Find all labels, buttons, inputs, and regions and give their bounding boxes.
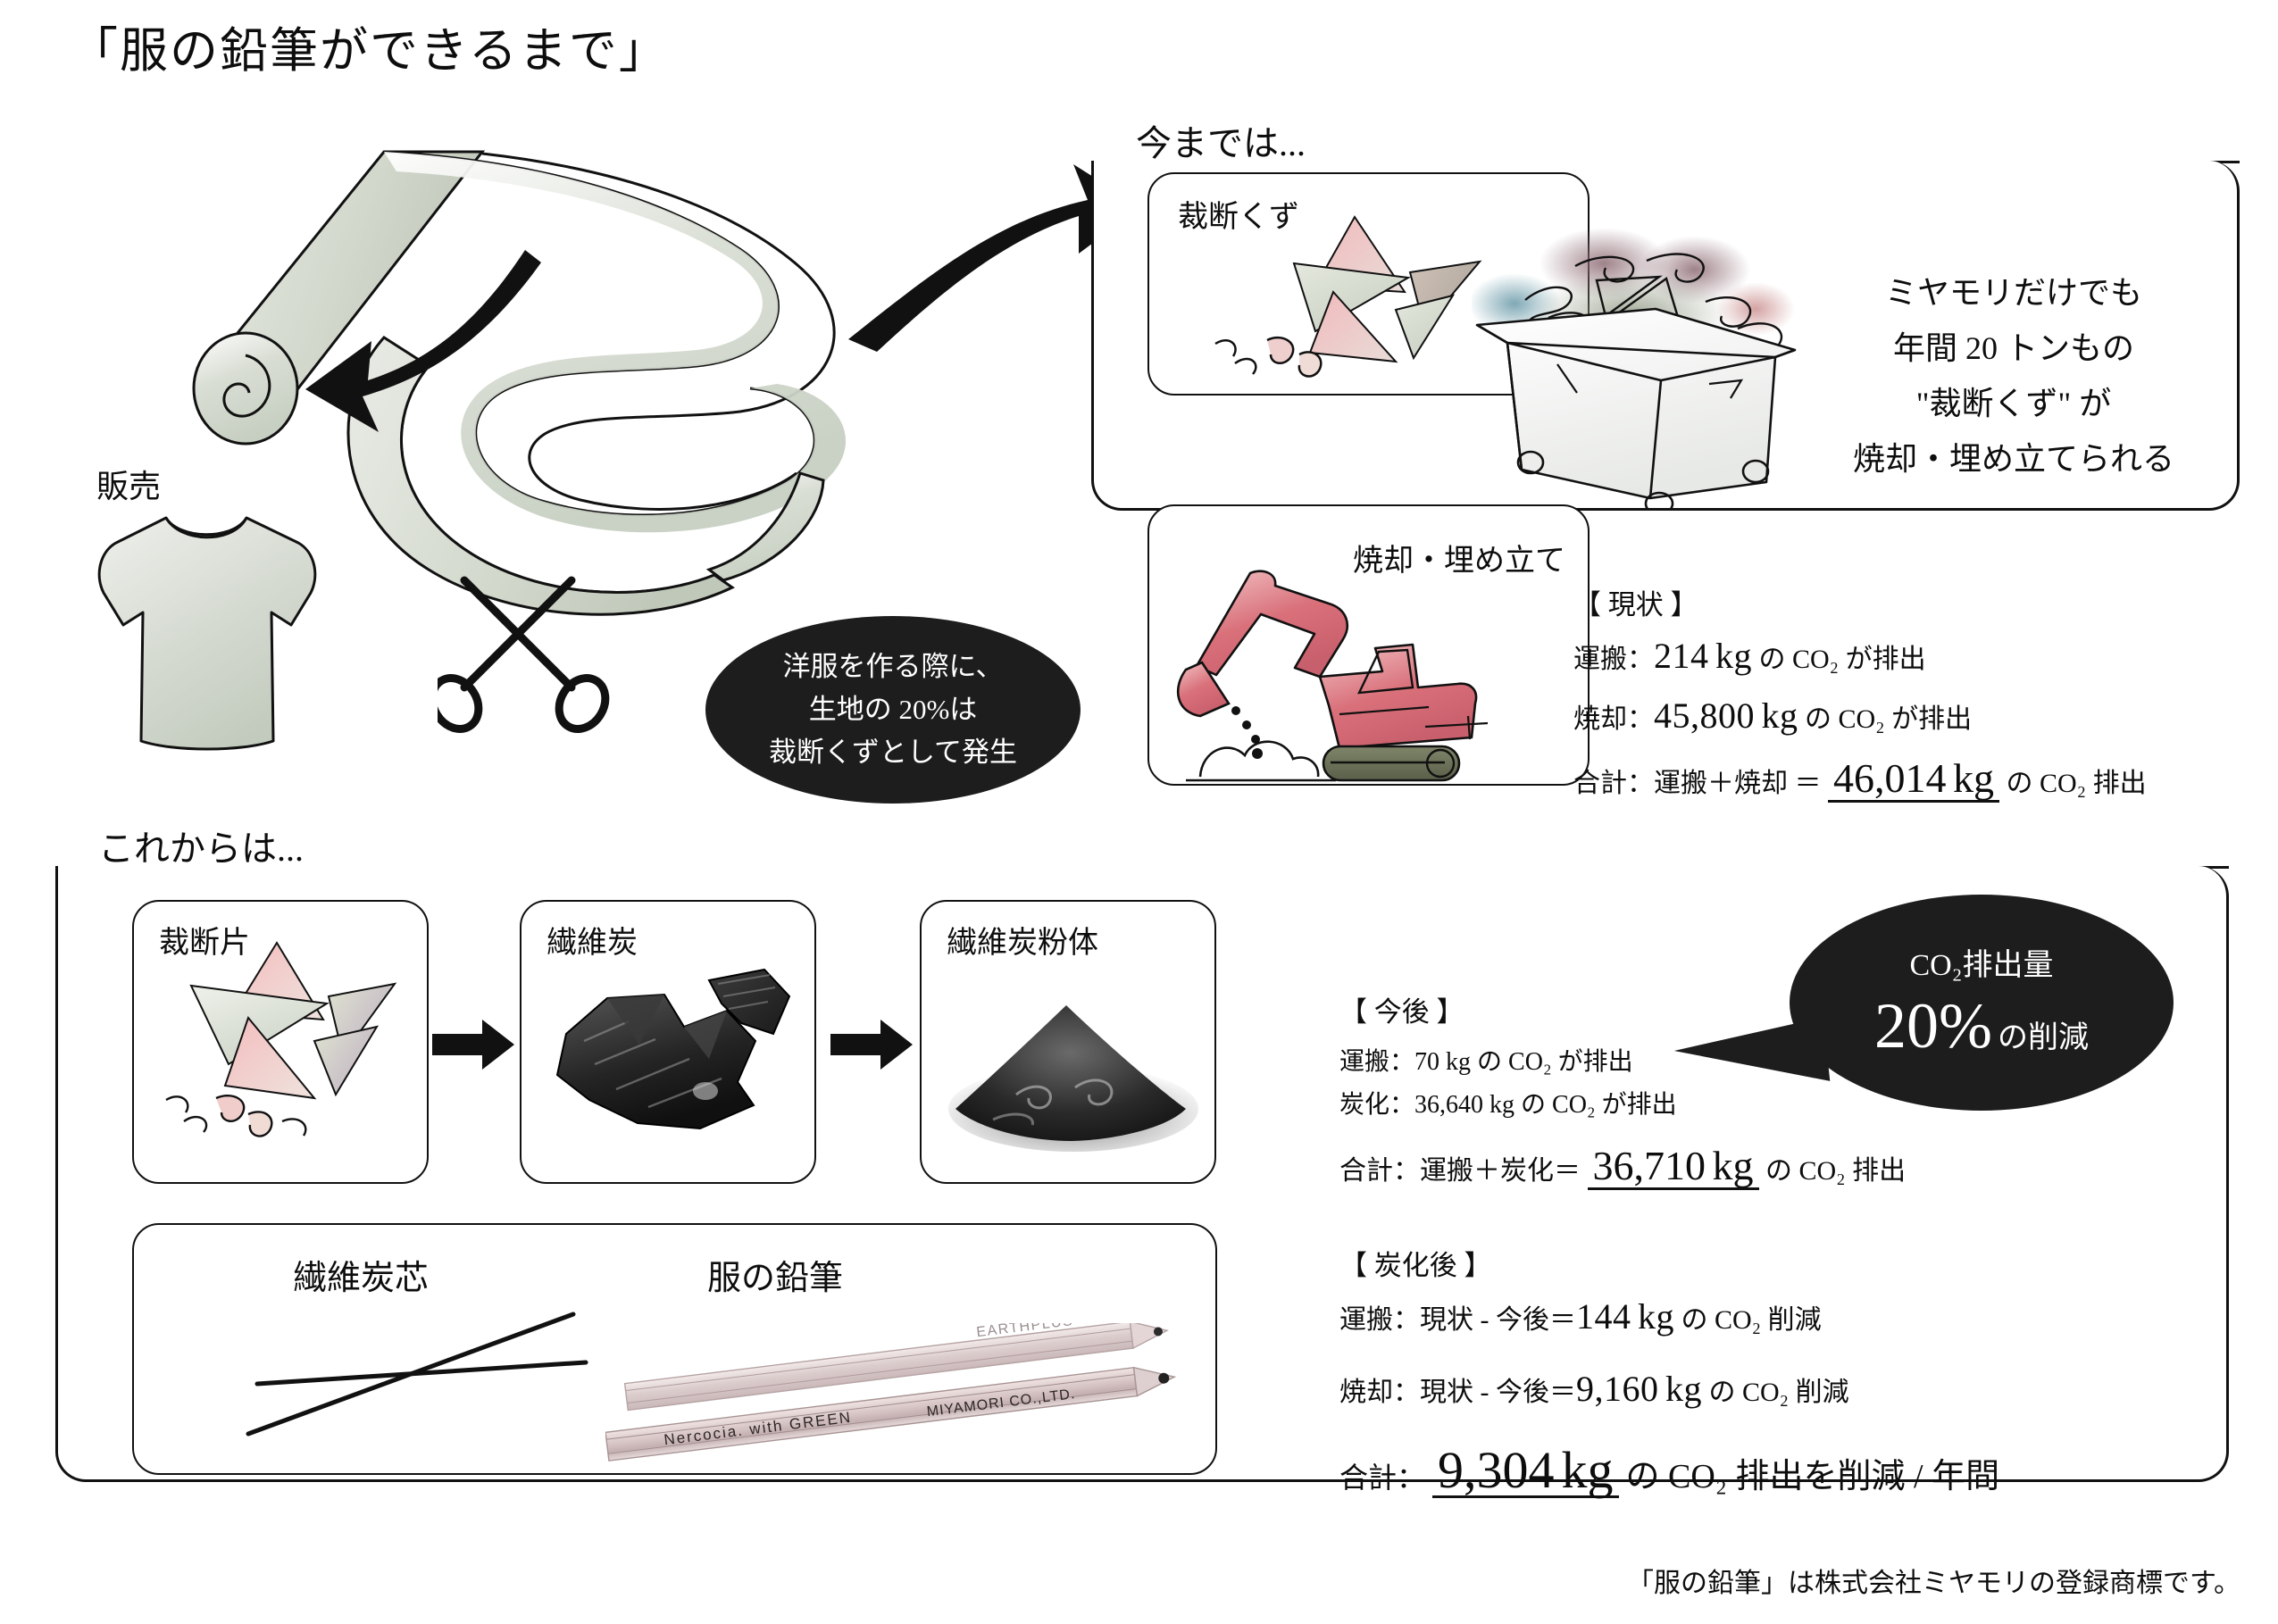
fiber-charcoal-icon <box>555 968 791 1130</box>
future-stat-total-label: 合計：運搬＋炭化＝ <box>1339 1156 1581 1186</box>
bubble-line1: CO₂排出量 <box>1909 949 2054 983</box>
after-stat-row-suffix: の CO₂ 削減 <box>1708 1378 1849 1407</box>
scissors-icon <box>438 576 610 733</box>
after-stat-total-value: 9,304 <box>1438 1441 1555 1499</box>
future-stat-row-label: 炭化： <box>1339 1091 1415 1119</box>
clothing-pencil-label: 服の鉛筆 <box>707 1260 844 1297</box>
after-stat-row-label: 焼却：現状 - 今後＝ <box>1339 1378 1576 1407</box>
pencil-product-panel: 繊維炭芯 服の鉛筆 EARTHPLUS <box>132 1223 1217 1475</box>
current-stat-row-label: 焼却： <box>1573 704 1654 734</box>
future-stat-row-suffix: の CO₂ が排出 <box>1477 1048 1633 1076</box>
pencil-lead-icon <box>246 1312 588 1437</box>
past-headline-line1: ミヤモリだけでも <box>1884 275 2142 311</box>
future-section-header: これからは... <box>98 829 304 869</box>
future-step3-label: 繊維炭粉体 <box>947 927 1098 960</box>
after-stat-total-label: 合計： <box>1339 1462 1426 1494</box>
current-stat-row: 運搬：214 kg の CO₂ が排出 <box>1573 635 2147 677</box>
trademark-footer-note: 「服の鉛筆」は株式会社ミヤモリの登録商標です。 <box>1627 1569 2240 1598</box>
future-stat-total-value: 36,710 <box>1592 1143 1706 1188</box>
future-stat-row: 運搬：70 kg の CO₂ が排出 <box>1339 1042 1906 1078</box>
past-headline: ミヤモリだけでも 年間 20 トンもの "裁断くず" が 焼却・埋め立てられる <box>1813 266 2215 487</box>
after-carbonization-stats-block: 【 炭化後 】 運搬：現状 - 今後＝144 kg の CO₂ 削減 焼却：現状… <box>1339 1243 1999 1530</box>
current-stat-total-value: 46,014 <box>1833 755 1947 801</box>
after-stat-row-value: 9,160 <box>1576 1369 1659 1409</box>
after-stat-row: 運搬：現状 - 今後＝144 kg の CO₂ 削減 <box>1339 1295 1999 1337</box>
excavator-icon <box>1176 570 1489 782</box>
past-headline-line3: "裁断くず" が <box>1915 385 2112 421</box>
charcoal-powder-icon <box>948 1005 1198 1152</box>
future-stat-row-value: 36,640 <box>1414 1091 1484 1119</box>
co2-reduction-bubble: CO₂排出量 20% の削減 <box>1790 895 2174 1111</box>
bubble-line2: の削減 <box>1997 1021 2089 1054</box>
future-step2-label: 繊維炭 <box>547 927 638 960</box>
current-stats-heading: 【 現状 】 <box>1573 589 1698 620</box>
sale-label: 販売 <box>96 469 162 504</box>
past-headline-line4: 焼却・埋め立てられる <box>1852 440 2174 477</box>
future-stat-total: 合計：運搬＋炭化＝ 36,710 kg の CO₂ 排出 <box>1339 1142 1907 1190</box>
future-step2-panel: 繊維炭 <box>520 900 816 1184</box>
current-stat-row-suffix: の CO₂ が排出 <box>1758 645 1926 674</box>
pencil-illustration: EARTHPLUS Nercocia. with GREEN MIYAMORI … <box>605 1323 1177 1462</box>
current-stat-row: 焼却：45,800 kg の CO₂ が排出 <box>1573 695 2147 737</box>
bubble-value-row: 20% の削減 <box>1874 990 2089 1062</box>
cut-scrap-note-oval: 洋服を作る際に、 生地の 20%は 裁断くずとして発生 <box>705 616 1081 804</box>
after-stat-total-suffix: の CO₂ 排出を削減 / 年間 <box>1625 1458 2000 1495</box>
fabric-roll-illustration <box>192 150 847 616</box>
after-stat-row: 焼却：現状 - 今後＝9,160 kg の CO₂ 削減 <box>1339 1368 1999 1410</box>
fabric-scraps-icon <box>165 941 397 1137</box>
after-stat-row-suffix: の CO₂ 削減 <box>1681 1305 1822 1335</box>
past-headline-line2: 年間 20 トンもの <box>1892 329 2134 366</box>
past-incineration-label: 焼却・埋め立て <box>1353 545 1565 578</box>
waste-bin-illustration <box>1472 228 1797 509</box>
future-stats-heading: 【 今後 】 <box>1339 996 1464 1028</box>
future-stats-block: 【 今後 】 運搬：70 kg の CO₂ が排出 炭化：36,640 kg の… <box>1339 989 1906 1196</box>
future-stat-row: 炭化：36,640 kg の CO₂ が排出 <box>1339 1085 1906 1120</box>
current-stat-total-suffix: の CO₂ 排出 <box>2006 769 2147 798</box>
future-stat-row-unit: kg <box>1489 1091 1515 1119</box>
after-stat-row-unit: kg <box>1665 1369 1702 1409</box>
arrow-right-icon <box>848 164 1141 352</box>
current-stat-row-value: 214 <box>1654 636 1709 676</box>
current-stat-total: 合計：運搬＋焼却 ＝ 46,014 kg の CO₂ 排出 <box>1573 754 2147 803</box>
future-stat-total-unit: kg <box>1712 1143 1754 1188</box>
fabric-scraps-icon <box>1214 215 1482 378</box>
future-stat-row-value: 70 <box>1414 1048 1440 1076</box>
future-stat-row-suffix: の CO₂ が排出 <box>1521 1091 1677 1119</box>
arrow-left-icon <box>305 250 541 432</box>
cut-scrap-line2: 生地の 20%は <box>808 693 978 725</box>
current-stat-row-unit: kg <box>1715 636 1752 676</box>
arrow-right-icon <box>830 1020 913 1070</box>
cut-scrap-line3: 裁断くずとして発生 <box>768 737 1018 769</box>
after-stat-row-unit: kg <box>1638 1296 1674 1337</box>
past-scrap-label: 裁断くず <box>1178 201 1299 234</box>
current-stats-block: 【 現状 】 運搬：214 kg の CO₂ が排出 焼却：45,800 kg … <box>1573 582 2147 820</box>
current-stat-row-value: 45,800 <box>1654 695 1755 736</box>
future-step1-panel: 裁断片 <box>132 900 429 1184</box>
future-step1-label: 裁断片 <box>159 927 250 960</box>
after-stat-total-unit: kg <box>1561 1441 1614 1499</box>
future-stat-row-unit: kg <box>1446 1048 1472 1076</box>
after-stat-row-label: 運搬：現状 - 今後＝ <box>1339 1305 1576 1335</box>
future-step3-panel: 繊維炭粉体 <box>920 900 1216 1184</box>
future-stat-total-suffix: の CO₂ 排出 <box>1765 1156 1907 1186</box>
cut-scrap-line1: 洋服を作る際に、 <box>782 650 1004 682</box>
bubble-big-value: 20% <box>1874 990 1992 1062</box>
page-title: 「服の鉛筆ができるまで」 <box>70 24 669 78</box>
current-stat-row-suffix: の CO₂ が排出 <box>1805 704 1973 734</box>
fiber-charcoal-core-label: 繊維炭芯 <box>293 1260 430 1297</box>
past-section-header: 今までは... <box>1136 123 1306 163</box>
after-stat-total: 合計： 9,304 kg の CO₂ 排出を削減 / 年間 <box>1339 1440 1999 1500</box>
after-stats-heading: 【 炭化後 】 <box>1339 1250 1492 1281</box>
after-stat-row-value: 144 <box>1576 1296 1631 1337</box>
tshirt-illustration <box>97 516 317 751</box>
future-stat-row-label: 運搬： <box>1339 1048 1415 1076</box>
current-stat-row-unit: kg <box>1761 695 1798 736</box>
current-stat-total-unit: kg <box>1953 755 1994 801</box>
arrow-right-icon <box>432 1020 514 1070</box>
current-stat-row-label: 運搬： <box>1573 645 1654 674</box>
current-stat-total-label: 合計：運搬＋焼却 ＝ <box>1573 769 1822 798</box>
